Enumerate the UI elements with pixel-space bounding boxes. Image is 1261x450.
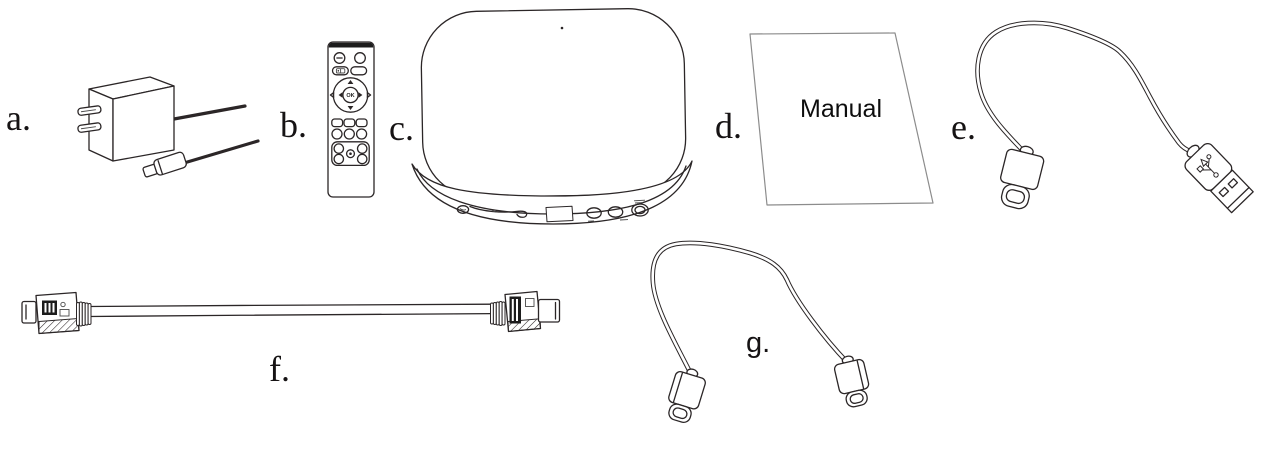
adapter-prong-top <box>77 105 102 116</box>
usb-c-connector <box>1000 145 1045 210</box>
cable-outline <box>975 20 1192 155</box>
ok-button <box>342 86 359 104</box>
manual-cover-title: Manual <box>800 95 882 123</box>
hdmi-left-screw-mark <box>60 301 66 308</box>
usb-c-tip-inner <box>1005 189 1026 205</box>
round-button-2 <box>343 128 355 140</box>
hdmi-right-detail-mark <box>525 298 535 307</box>
round-port-2 <box>607 206 624 218</box>
dpad-notch-left-icon <box>329 91 335 99</box>
card-slot <box>469 205 528 218</box>
usb-c-left-tip-inner <box>672 407 688 420</box>
remote-top-bar <box>328 42 374 48</box>
box-rear-ports <box>456 199 649 223</box>
label-d: d. <box>715 106 742 146</box>
usb-a-shield <box>1210 169 1254 214</box>
hdmi-cable-line-bottom <box>87 312 493 318</box>
hdmi-right-tip <box>537 298 561 323</box>
power-adapter <box>77 76 260 178</box>
mute-button <box>350 66 368 76</box>
usb-plug-body <box>153 151 187 176</box>
card-slot-tick <box>491 210 497 213</box>
label-a: a. <box>6 98 31 138</box>
hdmi-left-detail-mark <box>59 309 70 317</box>
center-play-dot-icon <box>349 152 352 155</box>
dpad-right-icon <box>358 92 363 98</box>
dpad-up-icon <box>347 80 354 84</box>
hdmi-cable <box>21 290 561 335</box>
usb-c-connector-right <box>833 355 870 408</box>
adapter-cord-upper <box>172 104 247 121</box>
adapter-front-face <box>112 85 175 162</box>
input-button-icon <box>335 68 346 74</box>
adapter-prong-bottom <box>77 122 102 133</box>
ir-window-port <box>456 205 470 214</box>
label-g: g. <box>746 327 770 359</box>
hdmi-connector-left <box>21 291 92 335</box>
dpad-down-icon <box>347 106 354 110</box>
round-port-3-inner <box>634 205 646 215</box>
hdmi-left-chamfer-hatch <box>38 317 80 335</box>
cable-core <box>976 21 1192 154</box>
hdmi-connector-right <box>490 290 561 333</box>
hdmi-cable-line-top <box>87 303 493 308</box>
usb-a-hole-2 <box>1227 178 1239 189</box>
usb-c-right-tip-inner <box>849 393 864 404</box>
adapter-cord-lower <box>182 139 260 165</box>
round-button-1 <box>331 128 343 140</box>
input-button <box>331 66 349 76</box>
manual-cover <box>749 32 934 206</box>
box-top-face <box>420 8 687 198</box>
dpad-notch-right-icon <box>366 91 372 99</box>
hdmi-left-pin-slits <box>44 303 55 313</box>
hdmi-left-tip <box>21 300 37 324</box>
box-top-dot <box>560 26 564 30</box>
center-play-button <box>345 149 356 159</box>
usb-c-body <box>1000 148 1045 191</box>
usb-c-right-body-edge <box>856 360 865 390</box>
port-print-marks <box>587 199 646 222</box>
hdmi-left-strain-relief <box>76 301 92 327</box>
ok-button-label: OK <box>346 93 354 99</box>
usb-plug-collar <box>157 160 164 175</box>
cable-core <box>651 241 848 373</box>
user-manual: Manual <box>749 32 934 206</box>
function-button-2 <box>343 118 356 128</box>
round-button-3 <box>355 128 368 140</box>
dpad-left-icon <box>338 92 343 98</box>
square-port <box>545 205 574 223</box>
playback-button-group <box>331 141 370 167</box>
remote-control: OK <box>327 41 375 198</box>
usb-c-left-body-edge <box>672 372 683 403</box>
hdmi-right-strain-relief <box>490 301 506 326</box>
function-button-1 <box>331 118 344 128</box>
dpad: OK <box>329 77 372 113</box>
usb-c-right-body <box>833 358 870 395</box>
adapter-usb-plug <box>142 151 187 178</box>
usb-a-shield-end-line <box>1226 186 1250 209</box>
round-port-3 <box>631 203 649 217</box>
usb-trident-icon <box>1196 154 1219 178</box>
usb-a-connector <box>1184 142 1254 214</box>
label-f: f. <box>269 349 290 389</box>
hdmi-right-pin-block <box>509 296 521 324</box>
tv-box <box>411 8 693 225</box>
label-c: c. <box>389 108 414 148</box>
usb-c-to-usb-c-cable <box>650 240 870 423</box>
ir-window-detail <box>459 208 467 211</box>
usb-c-connector-left <box>668 368 706 423</box>
label-e: e. <box>951 107 976 147</box>
label-b: b. <box>280 105 307 145</box>
hdmi-right-pin-slits <box>511 299 518 321</box>
function-button-3 <box>355 118 368 128</box>
usb-a-hole-1 <box>1218 186 1230 198</box>
standby-button <box>333 52 346 64</box>
usb-a-to-usb-c-cable <box>975 20 1254 214</box>
power-button <box>354 52 366 64</box>
round-port-1 <box>586 207 602 219</box>
